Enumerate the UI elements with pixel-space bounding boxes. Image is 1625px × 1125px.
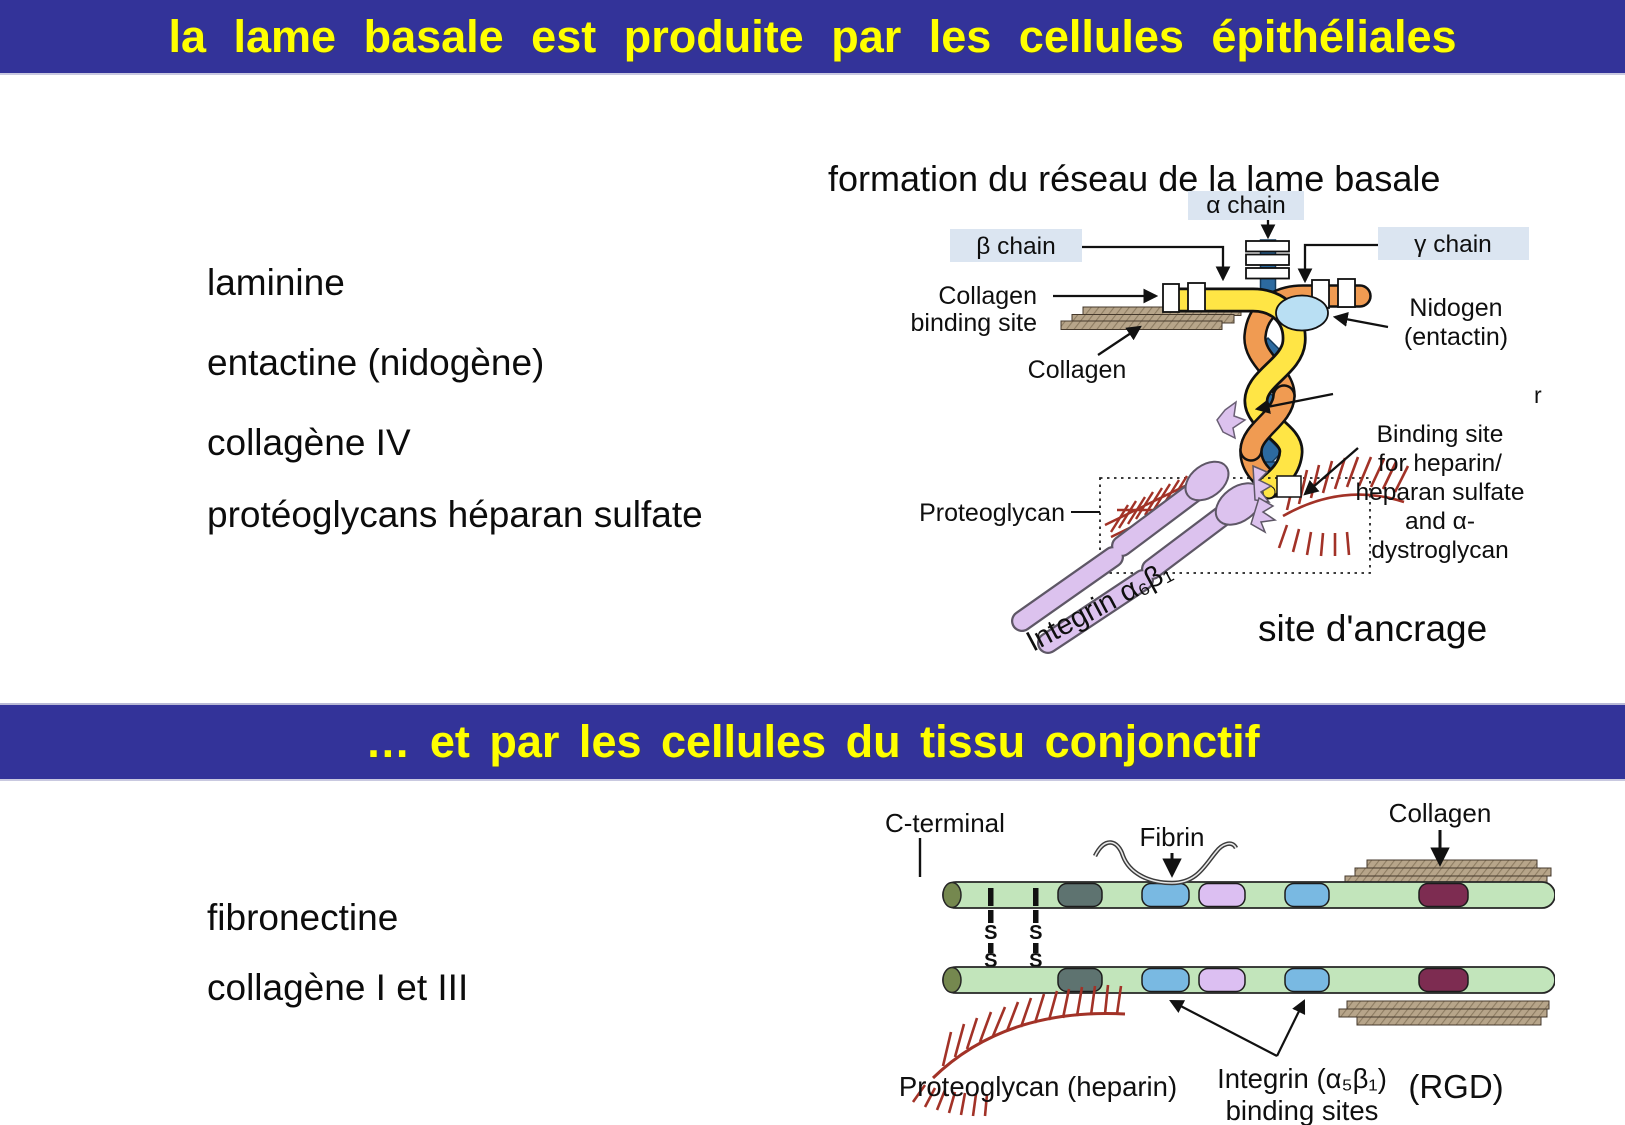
alpha-chain-label: α chain (1206, 192, 1286, 219)
list-item-collagene-iv: collagène IV (207, 422, 411, 463)
banner-conjonctif: … et par les cellules du tissu conjoncti… (0, 703, 1625, 781)
binding-site-label-line4: and α- (1405, 508, 1475, 535)
binding-site-label-line1: Binding site (1377, 421, 1504, 448)
s-bond-label-1: S (984, 922, 997, 944)
gamma-chain-label-box (1378, 227, 1529, 260)
c-terminal-label: C-terminal (885, 808, 1005, 838)
heparin-binding-box (1262, 475, 1302, 499)
banner-epitheliales-text: la lame basale est produite par les cell… (168, 11, 1457, 62)
banner-epitheliales: la lame basale est produite par les cell… (0, 0, 1625, 75)
list-item-entactine: entactine (nidogène) (207, 342, 545, 383)
fibrin-thread (1092, 840, 1239, 886)
stray-r-text: r (1534, 382, 1542, 408)
integrin-a5b1-label-line1: Integrin (α₅β₁) (1217, 1063, 1387, 1094)
binding-domain-blocks (1162, 240, 1356, 313)
s-bond-label-2: S (1029, 922, 1042, 944)
collagen-stack-bottom (1338, 1000, 1550, 1026)
integrin-arms (1011, 460, 1278, 654)
figure1-title: formation du réseau de la lame basale (828, 158, 1441, 199)
nidogen-label-line1: Nidogen (1409, 294, 1502, 322)
proteoglycan-heparin-label: Proteoglycan (heparin) (899, 1071, 1177, 1102)
fibrin-label: Fibrin (1139, 822, 1204, 852)
binding-site-label-line2: for heparin/ (1378, 450, 1502, 477)
anchor-dotted-box (1099, 477, 1371, 574)
fibronectin-strand-bottom (942, 966, 1555, 994)
proteoglycan-comb (911, 984, 1126, 1117)
integrin-a5b1-label-line2: binding sites (1226, 1095, 1379, 1125)
collagen-binding-site-label-line1: Collagen (938, 282, 1037, 310)
coil-weave-overlay (1239, 384, 1296, 462)
binding-site-label-line3: heparan sulfate (1356, 479, 1525, 506)
banner-conjonctif-text: … et par les cellules du tissu conjoncti… (365, 716, 1260, 767)
gamma-chain-label: γ chain (1414, 231, 1492, 258)
list-item-collagene-i-iii: collagène I et III (207, 967, 469, 1008)
beta-chain-label-box (950, 229, 1082, 262)
laminin-fragment (1216, 400, 1247, 440)
figure1-arrows (1053, 220, 1389, 513)
binding-site-label-line5: dystroglycan (1371, 537, 1509, 564)
beta-chain-label: β chain (976, 233, 1055, 260)
nidogen-ellipse (1275, 294, 1329, 332)
list-item-fibronectine: fibronectine (207, 897, 399, 938)
collagen-binding-site-label-line2: binding site (911, 309, 1037, 337)
figure2-fibronectin-diagram: S S S S (885, 798, 1555, 1125)
nidogen-label-line2: (entactin) (1404, 323, 1508, 351)
collagen-label-fig2: Collagen (1389, 798, 1492, 828)
list-item-proteoglycans: protéoglycans héparan sulfate (207, 494, 703, 535)
anchor-site-caption: site d'ancrage (1258, 608, 1488, 649)
proteoglycan-label: Proteoglycan (919, 499, 1065, 527)
list-item-laminine: laminine (207, 262, 345, 303)
rgd-caption: (RGD) (1408, 1068, 1503, 1105)
figure2-arrows (918, 830, 1450, 1057)
collagen-label: Collagen (1028, 356, 1127, 384)
alpha-chain-label-box (1188, 191, 1304, 220)
figure1-laminin-diagram: α chain β chain γ chain Collagen binding… (911, 191, 1542, 658)
